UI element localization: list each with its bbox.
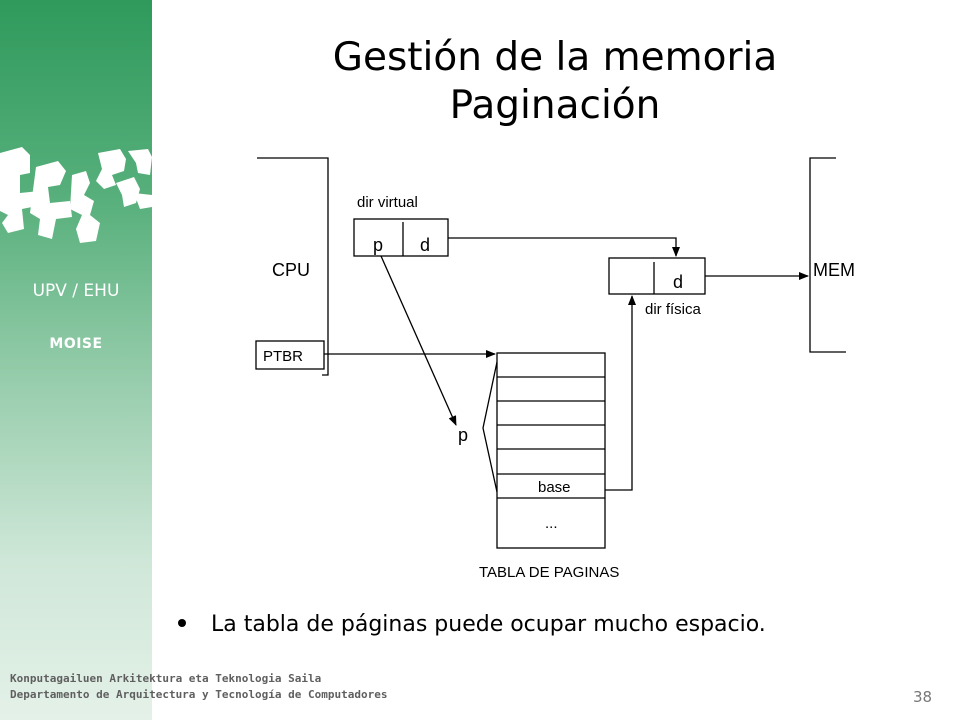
base-label: base <box>538 479 571 496</box>
offset-field: d <box>420 235 430 255</box>
sidebar: UPV / EHU MOISE <box>0 0 152 720</box>
index-bracket <box>482 361 498 493</box>
mem-label: MEM <box>813 260 855 280</box>
ellipsis-label: ... <box>545 515 558 532</box>
virtual-address-label: dir virtual <box>357 194 418 211</box>
physical-address-label: dir física <box>645 301 702 318</box>
footer: Konputagailuen Arkitektura eta Teknologi… <box>10 671 388 703</box>
index-label: p <box>458 425 468 445</box>
mem-box <box>809 157 846 353</box>
university-logo <box>0 147 152 243</box>
university-name: UPV / EHU <box>32 281 120 301</box>
page-field: p <box>373 235 383 255</box>
offset-arrow <box>448 237 680 257</box>
bullet-text: La tabla de páginas puede ocupar mucho e… <box>211 612 766 637</box>
ptbr-box <box>255 340 325 370</box>
bullet-icon <box>178 619 186 627</box>
ptbr-label: PTBR <box>263 348 303 365</box>
footer-line-1: Konputagailuen Arkitektura eta Teknologi… <box>10 672 322 685</box>
page-index-arrow <box>380 255 457 426</box>
virtual-address-box <box>353 218 449 257</box>
base-arrow <box>605 295 636 491</box>
cpu-label: CPU <box>272 260 310 280</box>
page-number: 38 <box>913 688 933 706</box>
physical-offset-field: d <box>673 272 683 292</box>
bullet-item: La tabla de páginas puede ocupar mucho e… <box>178 612 766 637</box>
footer-line-2: Departamento de Arquitectura y Tecnologí… <box>10 688 388 701</box>
title-line-2: Paginación <box>449 83 661 128</box>
physical-address-box <box>608 257 706 295</box>
title-line-1: Gestión de la memoria <box>332 35 778 80</box>
page-table <box>496 352 606 549</box>
slide-title: Gestión de la memoria Paginación <box>240 34 870 130</box>
table-label: TABLA DE PAGINAS <box>479 564 619 581</box>
research-group: MOISE <box>49 336 103 352</box>
cpu-box <box>257 157 329 376</box>
